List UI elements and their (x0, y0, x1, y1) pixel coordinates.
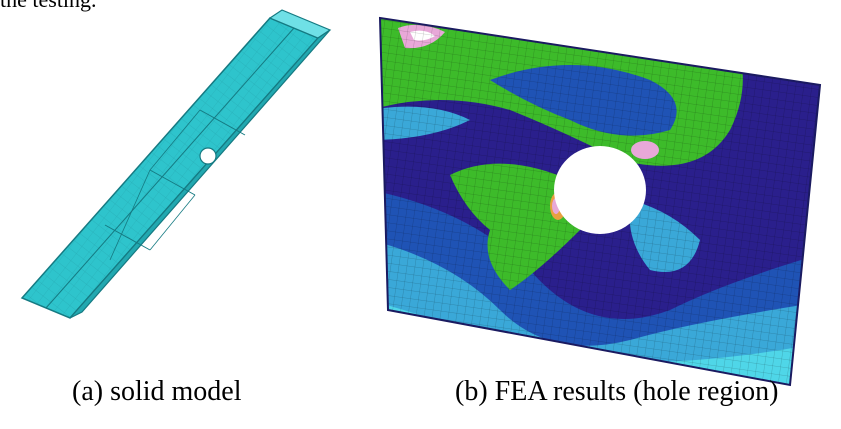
caption-a: (a) solid model (72, 376, 242, 407)
figure-b (370, 10, 835, 390)
caption-b: (b) FEA results (hole region) (455, 376, 779, 407)
solid-model-image (20, 9, 332, 319)
figure-a (0, 0, 360, 340)
clipped-body-text: the testing. (0, 0, 97, 14)
fea-contour-image (378, 16, 822, 387)
